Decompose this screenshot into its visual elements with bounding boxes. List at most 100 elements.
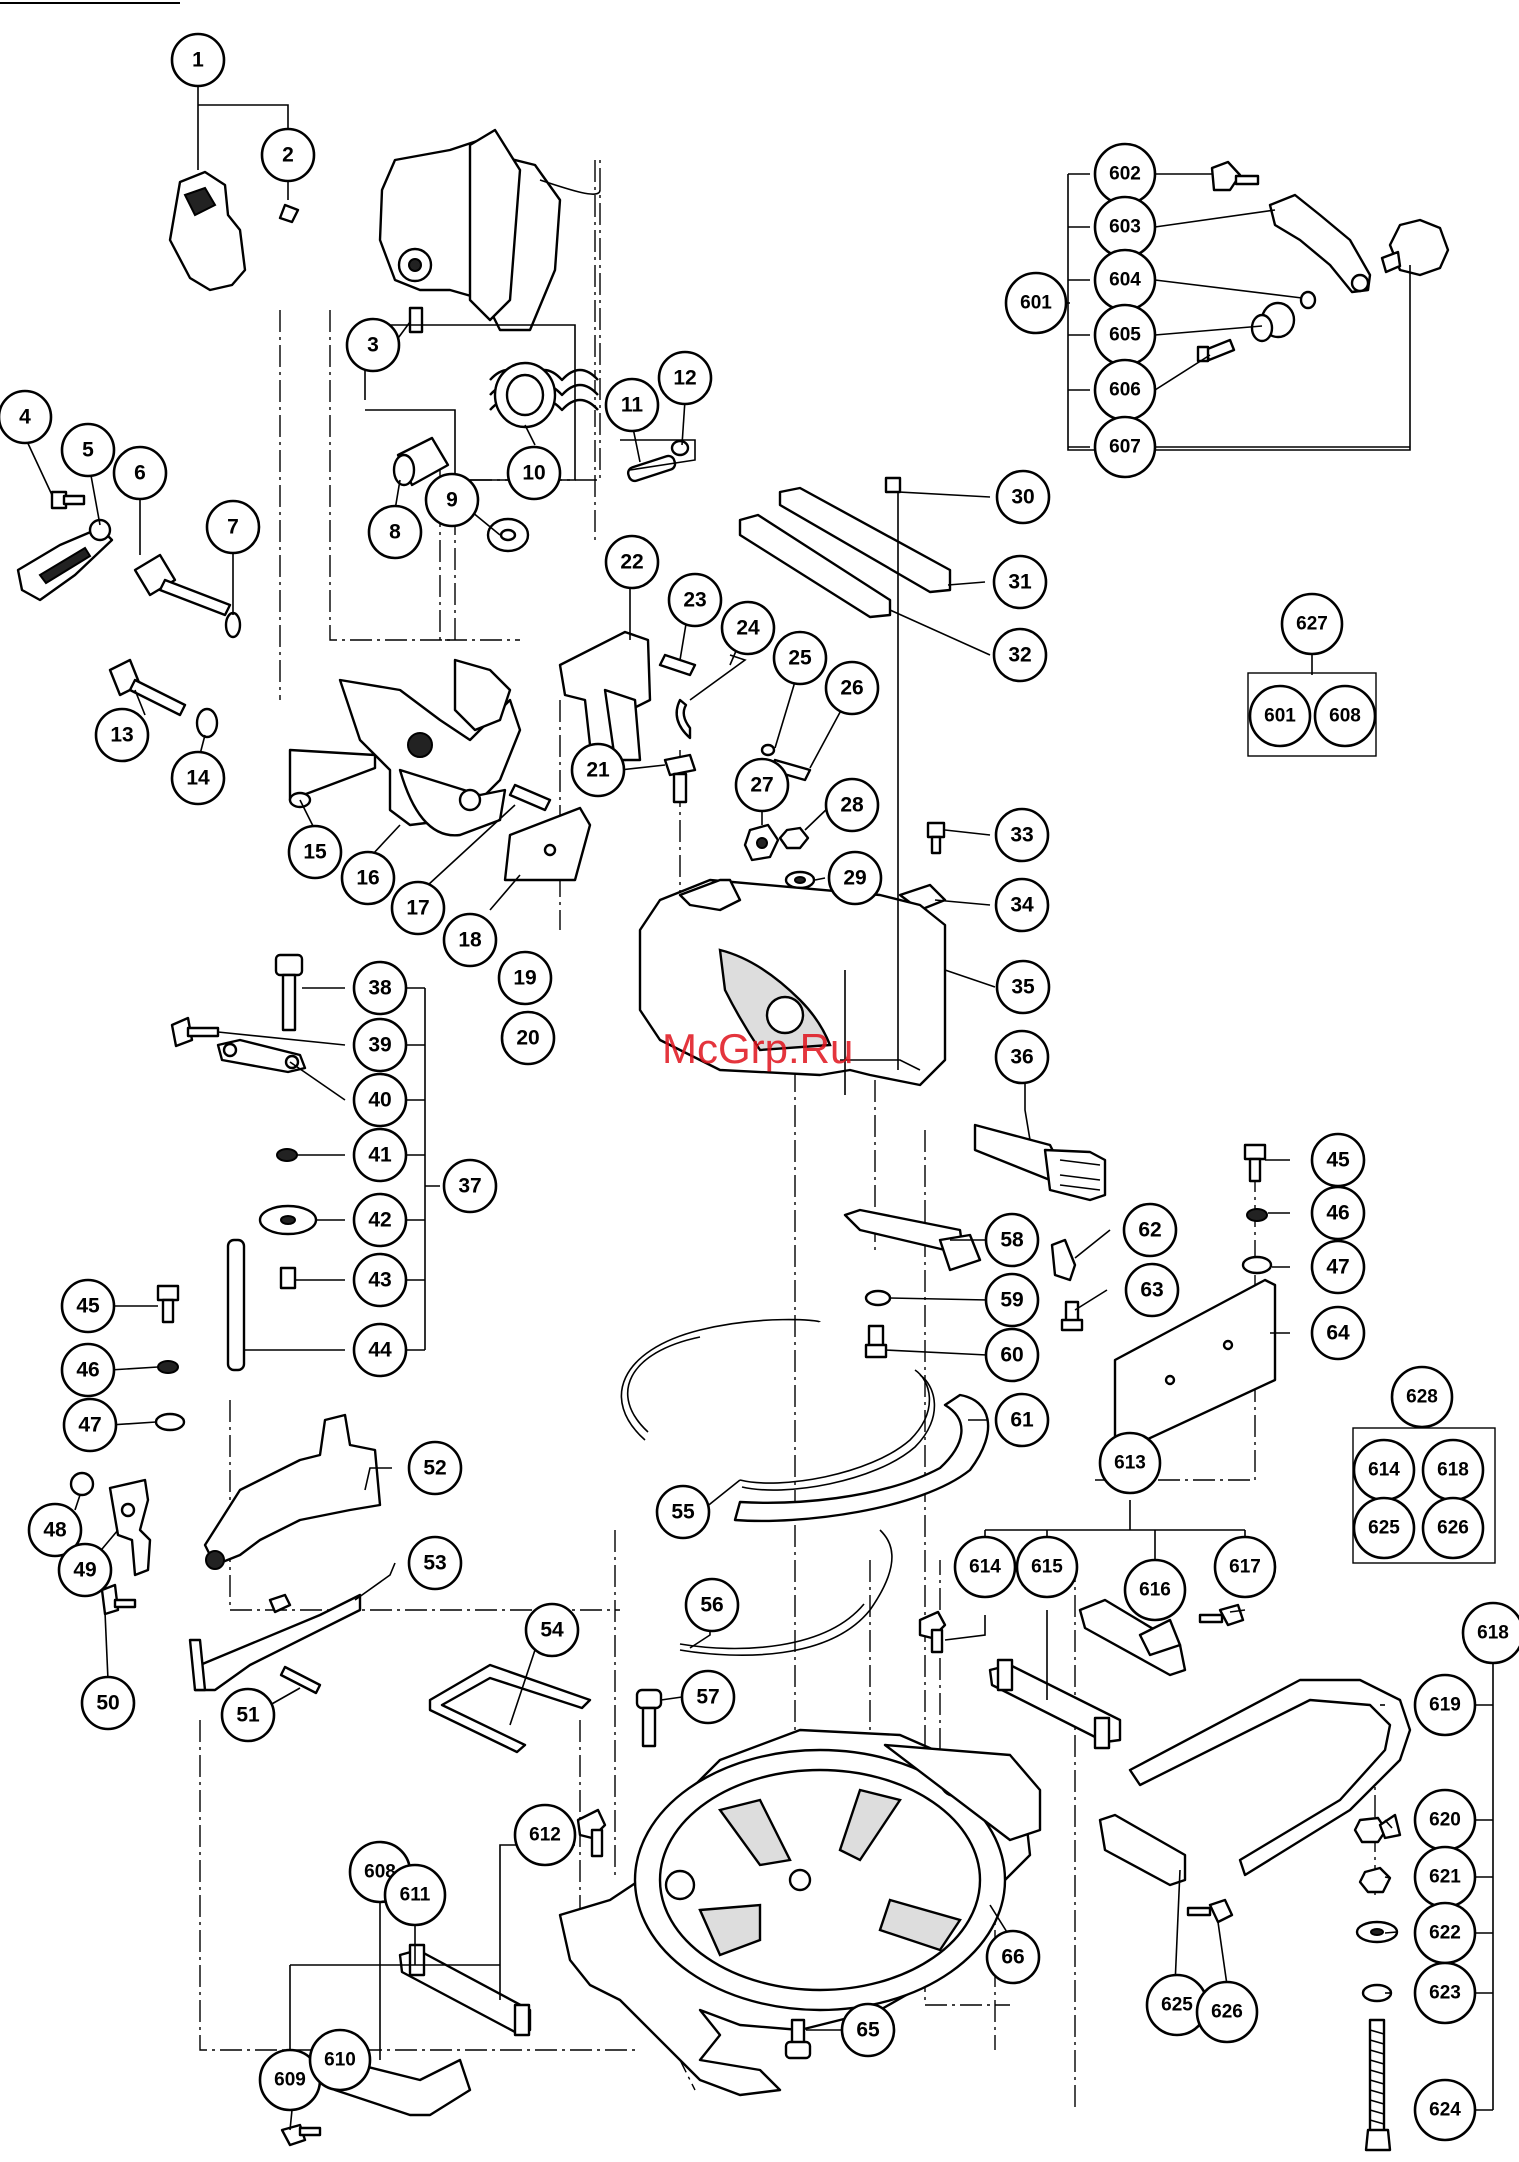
callout-circle — [1280, 592, 1344, 656]
callout-label: 612 — [529, 1825, 561, 1846]
callout-607: 607 — [1093, 415, 1157, 479]
callout-label: 50 — [96, 1692, 119, 1715]
callout-circle — [994, 1392, 1050, 1448]
part-ring-61 — [733, 1393, 990, 1523]
part-pin-15 — [288, 748, 377, 809]
part-fence-616 — [1078, 1598, 1187, 1677]
callout-51: 51 — [220, 1687, 276, 1743]
part-base-66 — [558, 1728, 1042, 2097]
callout-55: 55 — [655, 1484, 711, 1540]
callout-circle — [994, 807, 1050, 863]
callout-circle — [1310, 1185, 1366, 1241]
callout-label: 611 — [400, 1885, 431, 1906]
callout-label: 57 — [696, 1686, 719, 1709]
part-fence-625 — [1098, 1813, 1187, 1887]
callout-36: 36 — [994, 1029, 1050, 1085]
part-screw-617 — [1198, 1603, 1245, 1627]
callout-8: 8 — [367, 504, 423, 560]
callout-circle — [995, 959, 1051, 1015]
callout-label: 56 — [700, 1594, 723, 1617]
part-washer-59 — [864, 1289, 892, 1307]
callout-2: 2 — [260, 127, 316, 183]
part-wingscrew-626 — [1186, 1898, 1234, 1924]
callout-39: 39 — [352, 1017, 408, 1073]
callout-58: 58 — [984, 1212, 1040, 1268]
callout-circle — [287, 824, 343, 880]
callout-label: 606 — [1109, 380, 1141, 401]
callout-619: 619 — [1413, 1673, 1477, 1737]
callout-label: 54 — [540, 1619, 564, 1642]
callout-circle — [94, 707, 150, 763]
callout-label: 28 — [840, 794, 864, 817]
callout-circle — [170, 32, 226, 88]
callout-circle — [680, 1669, 736, 1725]
part-washer-42 — [258, 1204, 318, 1236]
callout-label: 31 — [1008, 571, 1032, 594]
callout-label: 601 — [1020, 293, 1052, 314]
part-bolt-21 — [663, 753, 697, 804]
callout-label: 618 — [1477, 1623, 1509, 1644]
part-screw-45-left — [156, 1284, 180, 1324]
watermark: McGrp.Ru — [662, 1025, 853, 1072]
part-shaft-6 — [133, 553, 232, 617]
part-collar-605 — [1250, 301, 1296, 343]
callout-label: 43 — [368, 1269, 391, 1292]
callout-45: 45 — [1310, 1132, 1366, 1188]
part-spring — [489, 361, 599, 446]
callout-25: 25 — [772, 630, 828, 686]
callout-65: 65 — [840, 2002, 896, 2058]
callout-35: 35 — [995, 959, 1051, 1015]
callout-label: 625 — [1368, 1518, 1400, 1539]
callout-601: 601 — [1004, 271, 1068, 335]
callout-label: 41 — [368, 1144, 392, 1167]
part-spring-24 — [675, 698, 692, 740]
callout-label: 2 — [282, 144, 294, 167]
callout-circle — [604, 377, 660, 433]
part-screw-4 — [50, 490, 86, 510]
callout-label: 608 — [364, 1862, 396, 1883]
callout-label: 619 — [1429, 1695, 1461, 1716]
part-screw-17 — [508, 783, 552, 812]
callout-circle — [1122, 1202, 1178, 1258]
part-screw-63 — [1060, 1300, 1084, 1332]
callout-label: 45 — [76, 1295, 100, 1318]
part-screw-43 — [279, 1266, 297, 1290]
callout-label: 27 — [750, 774, 773, 797]
callout-label: 620 — [1429, 1810, 1461, 1831]
part-washer-9 — [486, 517, 530, 553]
callout-label: 9 — [446, 489, 458, 512]
callout-circle — [1310, 1305, 1366, 1361]
callout-label: 18 — [458, 929, 482, 952]
callout-41: 41 — [352, 1127, 408, 1183]
callout-60: 60 — [984, 1327, 1040, 1383]
part-washer-7 — [224, 611, 242, 639]
callout-29: 29 — [827, 850, 883, 906]
callout-621: 621 — [1413, 1845, 1477, 1909]
part-bolt-60 — [864, 1324, 888, 1359]
callout-23: 23 — [667, 572, 723, 628]
callout-label: 614 — [969, 1557, 1001, 1578]
part-knob-614 — [918, 1610, 947, 1654]
part-knob-612 — [576, 1808, 607, 1858]
callout-label: 13 — [110, 724, 133, 747]
part-bolt-13 — [108, 658, 187, 717]
callout-43: 43 — [352, 1252, 408, 1308]
part-washer-41 — [276, 1148, 298, 1162]
callout-63: 63 — [1124, 1262, 1180, 1318]
callout-circle — [1123, 1558, 1187, 1622]
callout-circle — [27, 1502, 83, 1558]
callout-label: 63 — [1140, 1279, 1163, 1302]
callout-44: 44 — [352, 1322, 408, 1378]
callout-circle — [442, 1158, 498, 1214]
callout-11: 11 — [604, 377, 660, 433]
callout-1: 1 — [170, 32, 226, 88]
callout-circle — [570, 742, 626, 798]
callout-label: 622 — [1429, 1923, 1461, 1944]
callout-circle — [60, 1342, 116, 1398]
callout-circle — [827, 850, 883, 906]
callout-label: 55 — [671, 1501, 695, 1524]
callout-circle — [824, 777, 880, 833]
callout-circle — [684, 1577, 740, 1633]
callout-circle — [1015, 1535, 1079, 1599]
part-handle-knob-36 — [973, 1123, 1107, 1202]
